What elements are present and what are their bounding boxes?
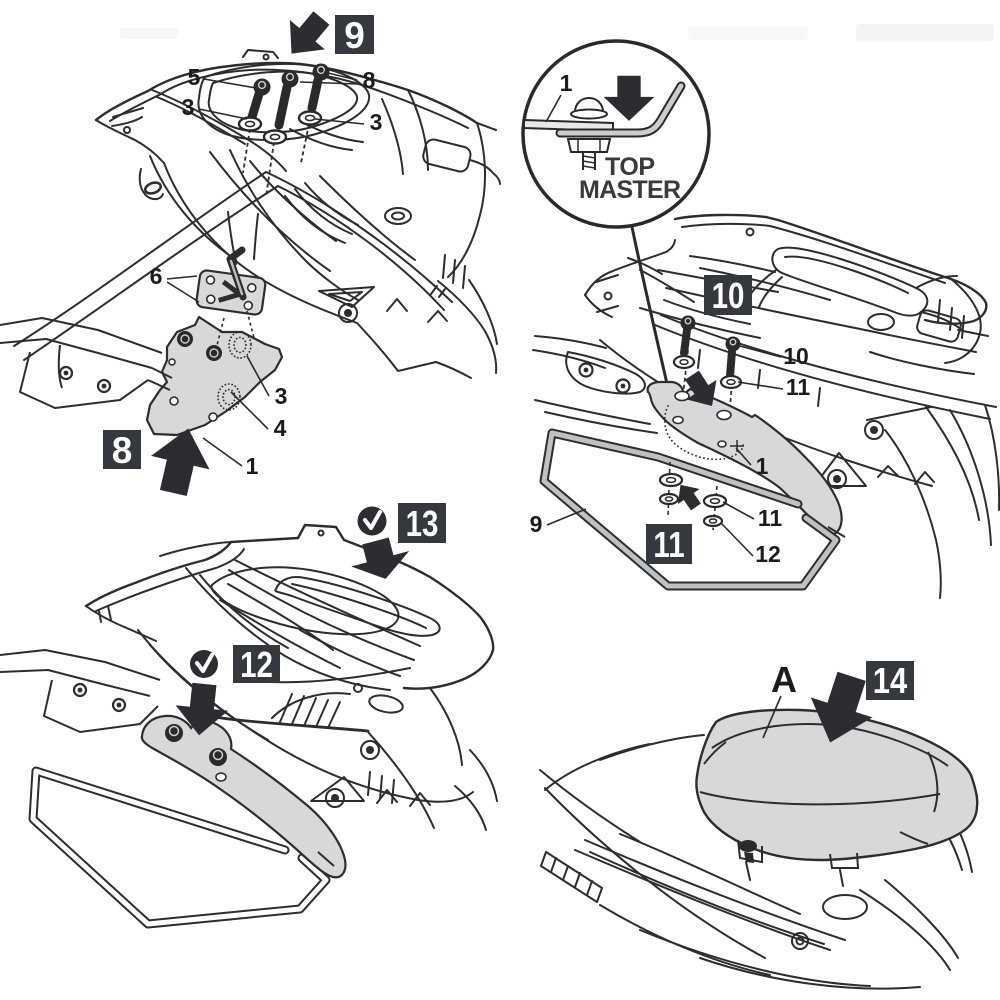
svg-text:11: 11	[786, 374, 811, 400]
svg-text:3: 3	[182, 94, 195, 120]
svg-text:A: A	[771, 659, 797, 700]
svg-text:13: 13	[406, 503, 439, 543]
svg-text:12: 12	[755, 541, 781, 567]
svg-text:1: 1	[246, 453, 259, 479]
svg-text:10: 10	[783, 343, 809, 369]
svg-text:10: 10	[712, 275, 745, 315]
svg-text:8: 8	[112, 430, 133, 471]
svg-text:8: 8	[363, 67, 376, 93]
svg-text:5: 5	[188, 64, 201, 90]
svg-text:11: 11	[653, 524, 684, 564]
svg-text:1: 1	[560, 70, 573, 96]
svg-text:6: 6	[150, 263, 163, 289]
svg-text:14: 14	[873, 662, 908, 702]
svg-text:4: 4	[274, 415, 287, 441]
svg-text:1: 1	[756, 453, 769, 479]
svg-text:12: 12	[240, 644, 273, 684]
svg-text:11: 11	[758, 505, 783, 531]
svg-text:3: 3	[275, 383, 288, 409]
svg-text:9: 9	[530, 511, 543, 537]
svg-text:9: 9	[344, 15, 365, 56]
svg-text:TOP: TOP	[605, 153, 655, 181]
svg-text:3: 3	[370, 109, 383, 135]
svg-text:MASTER: MASTER	[579, 176, 681, 204]
